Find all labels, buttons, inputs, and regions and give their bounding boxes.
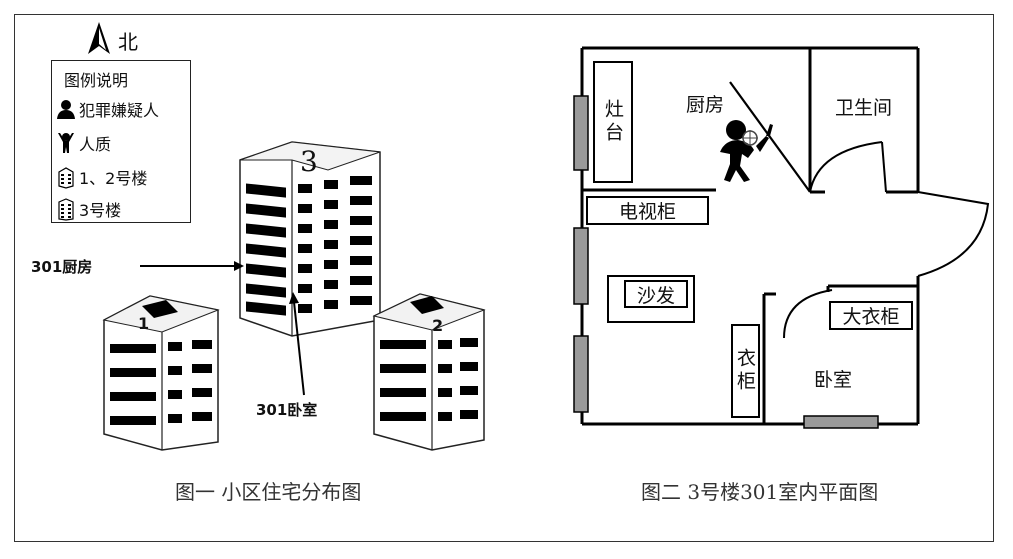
right-figure-caption: 图二 3号楼301室内平面图: [641, 480, 879, 504]
hostage-icon: [742, 124, 773, 152]
wardrobe-small-box: 衣柜: [731, 324, 760, 418]
bedroom-pointer-arrow: [289, 292, 305, 396]
floor-plan: [573, 46, 990, 429]
stove-box: 灶台: [593, 61, 633, 183]
legend-item-building-small: 1、2号楼: [56, 165, 147, 189]
kitchen-room-label: 厨房: [686, 94, 725, 116]
legend-box: 图例说明 犯罪嫌疑人 人质 1、2号楼: [51, 60, 191, 223]
wardrobe-small-label: 衣柜: [734, 348, 756, 394]
north-label: 北: [118, 30, 138, 54]
legend-item-suspect: 犯罪嫌疑人: [56, 97, 159, 121]
kitchen-pointer-arrow: [140, 261, 244, 271]
bedroom-301-label: 301卧室: [256, 401, 318, 419]
legend-item-building-tall: 3号楼: [56, 197, 121, 221]
legend-item-label: 人质: [79, 135, 112, 154]
kitchen-301-label: 301厨房: [31, 258, 93, 276]
hostage-icon: [58, 133, 74, 153]
legend-item-label: 1、2号楼: [79, 169, 148, 188]
building-tall-icon: [58, 198, 74, 221]
building-1: [102, 295, 220, 451]
legend-title: 图例说明: [64, 71, 129, 90]
legend-item-label: 3号楼: [79, 201, 122, 220]
legend-item-hostage: 人质: [56, 131, 111, 155]
building-1-number: 1: [138, 314, 150, 333]
stove-label: 灶台: [602, 99, 624, 145]
wardrobe-large-box: 大衣柜: [829, 301, 913, 330]
tv-cabinet-label: 电视柜: [618, 201, 676, 223]
building-2-number: 2: [432, 316, 444, 335]
tv-cabinet-box: 电视柜: [586, 196, 709, 225]
wardrobe-large-label: 大衣柜: [842, 306, 900, 328]
building-3: [239, 141, 381, 337]
suspect-icon: [57, 100, 75, 119]
building-small-icon: [58, 167, 74, 189]
figure-frame: [14, 14, 994, 542]
north-arrow-icon: [88, 22, 110, 54]
legend-item-label: 犯罪嫌疑人: [79, 101, 160, 120]
bathroom-room-label: 卫生间: [835, 97, 893, 119]
bedroom-room-label: 卧室: [814, 369, 853, 391]
building-2: [372, 293, 486, 451]
building-3-number: 3: [300, 145, 318, 178]
sofa-box: 沙发: [624, 280, 688, 308]
suspect-icon: [720, 120, 754, 182]
sofa-label: 沙发: [636, 284, 675, 307]
left-figure-caption: 图一 小区住宅分布图: [175, 480, 362, 504]
